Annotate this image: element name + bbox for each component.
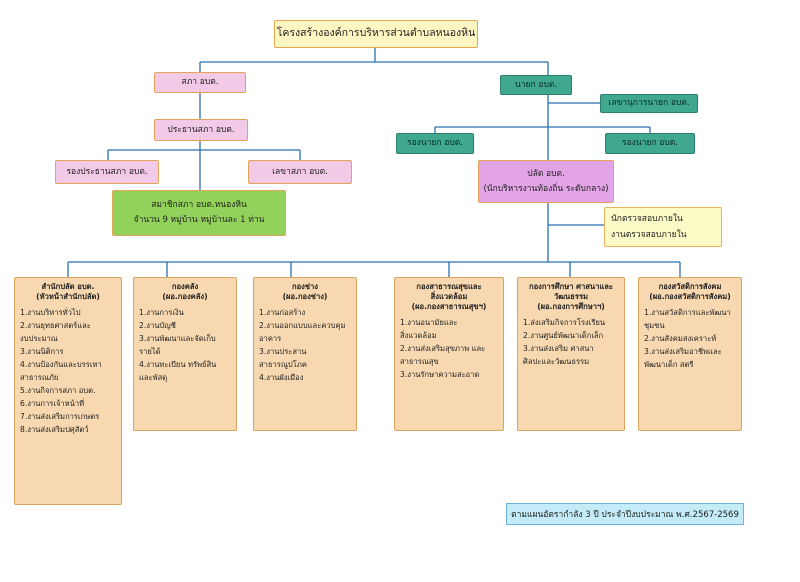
list-item: 1.งานบริหารทั่วไป: [20, 307, 81, 317]
dept-head-sub: (ผอ.กองช่าง): [282, 291, 328, 301]
list-item: 3.งานนิติการ: [20, 346, 64, 356]
mayor-secretary-box: เลขานุการนายก อบต.: [600, 94, 698, 113]
council-vice-president-box: รองประธานสภา อบต.: [55, 160, 159, 184]
list-item: 1.งานอนามัยและ: [400, 317, 458, 327]
list-item: ศิลปะและวัฒนธรรม: [523, 356, 590, 366]
list-item: 3.งานรักษาความสะอาด: [400, 369, 480, 379]
list-item: 6.งานการเจ้าหน้าที่: [20, 399, 85, 409]
auditor-subtitle: งานตรวจสอบภายใน: [611, 229, 687, 240]
list-item: 3.งานพัฒนาและจัดเก็บ: [139, 333, 216, 343]
list-item: ชุมชน: [644, 320, 665, 330]
list-item: งบประมาณ: [20, 333, 58, 343]
council-secretary-box: เลขาสภา อบต.: [248, 160, 352, 184]
dept-finance: กองคลัง (ผอ.กองคลัง) 1.งานการเงิน 2.งานบ…: [133, 277, 237, 431]
dept-head-sub2: (ผอ.กองการศึกษาฯ): [537, 301, 605, 311]
dept-head-sub: วัฒนธรรม: [553, 291, 589, 301]
dept-social-welfare: กองสวัสดิการสังคม (ผอ.กองสวัสดิการสังคม)…: [638, 277, 742, 431]
list-item: 3.งานประสาน: [259, 346, 307, 356]
list-item: 4.งานป้องกันและบรรเทา: [20, 359, 102, 369]
dept-education: กองการศึกษา ศาสนาและ วัฒนธรรม (ผอ.กองการ…: [517, 277, 625, 431]
dept-head: สำนักปลัด อบต.: [41, 282, 95, 291]
list-item: 5.งานกิจการสภา อบต.: [20, 386, 96, 395]
org-chart-title: โครงสร้างองค์การบริหารส่วนตำบลหนองหิน: [274, 20, 478, 48]
list-item: 1.งานก่อสร้าง: [259, 307, 306, 317]
list-item: สาธารณภัย: [20, 372, 59, 382]
council-box: สภา อบต.: [154, 72, 246, 93]
clerk-title: ปลัด อบต.: [527, 168, 565, 179]
auditor-title: นักตรวจสอบภายใน: [611, 213, 683, 224]
dept-head-sub: (หัวหน้าสำนักปลัด): [36, 291, 100, 301]
list-item: 2.งานสังคมสงเคราะห์: [644, 333, 717, 343]
list-item: พัฒนาเด็ก สตรี: [644, 359, 694, 369]
list-item: 2.งานออกแบบและควบคุม: [259, 320, 346, 330]
list-item: 2.งานบัญชี: [139, 320, 176, 330]
list-item: 1.ส่งเสริมกิจการโรงเรียน: [523, 317, 606, 327]
list-item: 2.งานศูนย์พัฒนาเด็กเล็ก: [523, 330, 604, 340]
dept-head: กองสวัสดิการสังคม: [658, 282, 722, 291]
internal-auditor-box: นักตรวจสอบภายใน งานตรวจสอบภายใน: [604, 207, 722, 247]
council-president-box: ประธานสภา อบต.: [154, 119, 248, 141]
dept-office-of-clerk: สำนักปลัด อบต. (หัวหน้าสำนักปลัด) 1.งานบ…: [14, 277, 122, 505]
list-item: 2.งานส่งเสริมสุขภาพ และ: [400, 343, 486, 353]
deputy-mayor-right-box: รองนายก อบต.: [605, 133, 695, 154]
dept-head-sub: (ผอ.กองสวัสดิการสังคม): [649, 291, 731, 301]
list-item: 1.งานการเงิน: [139, 307, 184, 317]
list-item: 1.งานสวัสดิการและพัฒนา: [644, 307, 731, 317]
list-item: 2.งานยุทธศาสตร์และ: [20, 320, 91, 330]
dept-head: กองคลัง: [171, 282, 199, 291]
list-item: อาคาร: [259, 333, 282, 343]
list-item: 7.งานส่งเสริมการเกษตร: [20, 412, 100, 422]
dept-head: กองการศึกษา ศาสนาและ: [529, 282, 613, 291]
council-members-line2: จำนวน 9 หมู่บ้าน หมู่บ้านละ 1 ท่าน: [133, 215, 265, 225]
dept-head-sub: (ผอ.กองคลัง): [162, 291, 208, 301]
list-item: สิ่งแวดล้อม: [400, 330, 437, 340]
list-item: สาธารณสุข: [400, 356, 439, 366]
dept-head: กองช่าง: [292, 282, 318, 291]
list-item: 8.งานส่งเสริมปศุสัตว์: [20, 425, 89, 435]
dept-engineering: กองช่าง (ผอ.กองช่าง) 1.งานก่อสร้าง 2.งาน…: [253, 277, 357, 431]
clerk-subtitle: (นักบริหารงานท้องถิ่น ระดับกลาง): [483, 183, 609, 194]
list-item: 4.งานทะเบียน ทรัพย์สิน: [139, 359, 217, 369]
clerk-box: ปลัด อบต. (นักบริหารงานท้องถิ่น ระดับกลา…: [478, 160, 614, 203]
list-item: และพัสดุ: [139, 372, 168, 382]
dept-head: กองสาธารณสุขและ: [416, 282, 482, 291]
deputy-mayor-left-box: รองนายก อบต.: [396, 133, 474, 154]
council-members-box: สมาชิกสภา อบต.หนองหิน จำนวน 9 หมู่บ้าน ห…: [112, 190, 286, 236]
dept-head-sub2: (ผอ.กองสาธารณสุขฯ): [411, 301, 487, 311]
dept-public-health: กองสาธารณสุขและ สิ่งแวดล้อม (ผอ.กองสาธาร…: [394, 277, 504, 431]
dept-head-sub: สิ่งแวดล้อม: [430, 291, 468, 301]
manpower-plan-note: ตามแผนอัตรากำลัง 3 ปี ประจำปีงบประมาณ พ.…: [506, 503, 744, 525]
list-item: 3.งานส่งเสริมอาชีพและ: [644, 346, 722, 356]
list-item: 4.งานผังเมือง: [259, 372, 304, 382]
list-item: สาธารณูปโภค: [259, 359, 307, 369]
mayor-box: นายก อบต.: [500, 75, 572, 95]
list-item: 3.งานส่งเสริม ศาสนา: [523, 343, 594, 353]
council-members-line1: สมาชิกสภา อบต.หนองหิน: [151, 200, 247, 211]
list-item: รายได้: [139, 346, 161, 356]
